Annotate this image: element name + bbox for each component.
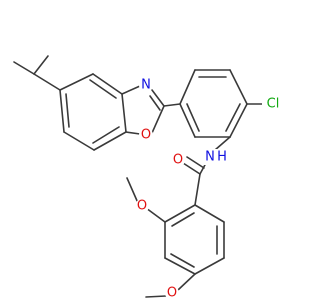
atom-text: O xyxy=(141,128,151,143)
atom-text: N xyxy=(205,150,215,165)
methoxy-oxygen-4-label: O xyxy=(165,286,179,300)
carbonyl-oxygen-label: O xyxy=(171,153,185,168)
chlorine-label: Cl xyxy=(262,96,284,112)
atom-text: O xyxy=(167,286,177,300)
chemical-structure-drawing: N O Cl N H O O O xyxy=(13,55,284,300)
atom-text: Cl xyxy=(267,97,280,112)
benzoxazole-nitrogen-label: N xyxy=(139,78,153,93)
atom-text: N xyxy=(141,78,151,93)
methoxy-oxygen-2-label: O xyxy=(135,199,149,214)
atom-text: O xyxy=(173,153,183,168)
atom-text: O xyxy=(137,199,147,214)
atom-text: H xyxy=(217,150,227,165)
benzoxazole-oxygen-label: O xyxy=(139,128,153,143)
atom-labels: N O Cl N H O O O xyxy=(135,78,284,300)
amide-nitrogen-label: N H xyxy=(203,149,231,165)
bond-lines xyxy=(13,55,265,298)
